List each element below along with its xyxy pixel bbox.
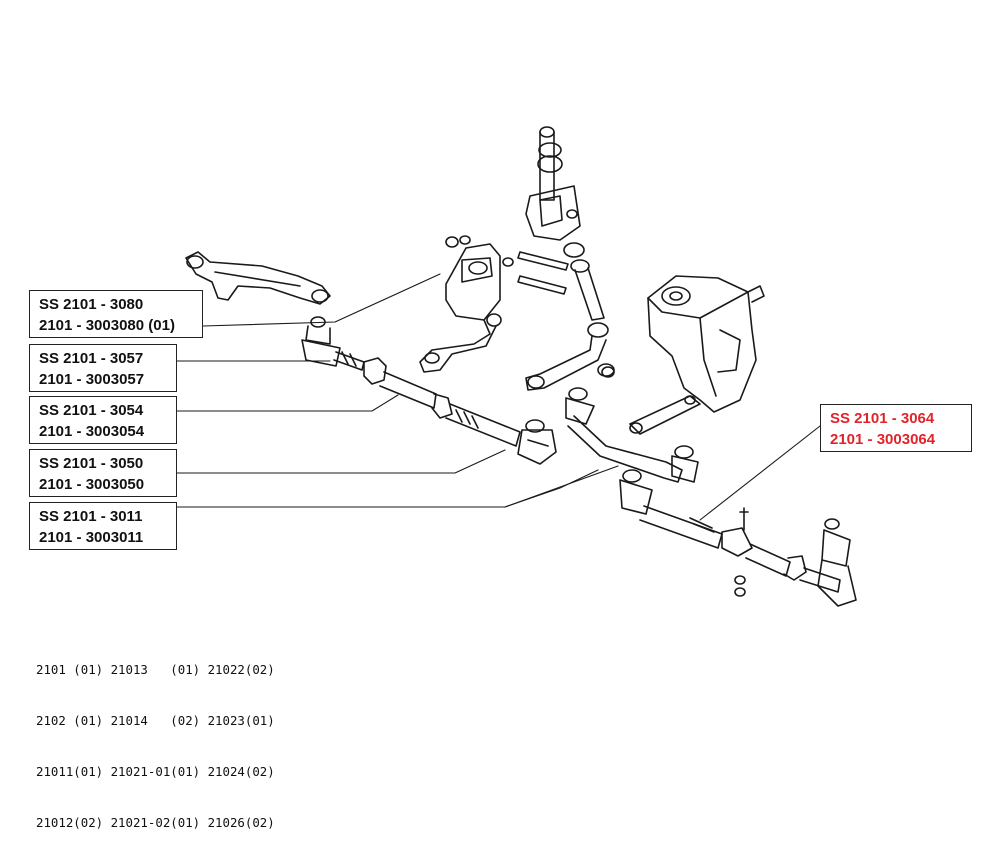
diagram-stage bbox=[176, 126, 857, 607]
vehicle-model-list: 2101 (01) 21013 (01) 21022(02) 2102 (01)… bbox=[36, 627, 275, 848]
part-number: SS 2101 - 3080 bbox=[39, 296, 144, 313]
center-link-part bbox=[565, 387, 699, 483]
leader-3064 bbox=[699, 425, 821, 521]
fastener-nuts bbox=[566, 209, 615, 378]
leader-3011 bbox=[176, 469, 599, 508]
adjusting-sleeve-left bbox=[363, 357, 453, 419]
oem-number: 2101 - 3003011 bbox=[39, 529, 144, 546]
part-number: SS 2101 - 3050 bbox=[39, 455, 144, 472]
model-row: 2101 (01) 21013 (01) 21022(02) bbox=[36, 662, 275, 677]
part-number: SS 2101 - 3011 bbox=[39, 508, 143, 525]
model-row: 21012(02) 21021-02(01) 21026(02) bbox=[36, 815, 275, 830]
steering-gearbox-part bbox=[629, 275, 765, 435]
model-row: 2102 (01) 21014 (02) 21023(01) bbox=[36, 713, 275, 728]
bracket-bolts bbox=[502, 251, 569, 295]
part-label-3080: SS 2101 - 3080 2101 - 3003080 (01) bbox=[29, 290, 203, 338]
oem-number: 2101 - 3003050 bbox=[39, 476, 145, 493]
part-number: SS 2101 - 3054 bbox=[39, 402, 144, 419]
model-row: 21011(01) 21021-01(01) 21024(02) bbox=[36, 764, 275, 779]
tie-rod-inner-left bbox=[445, 403, 557, 465]
part-label-3011: SS 2101 - 3011 2101 - 3003011 bbox=[29, 502, 177, 550]
tie-rod-assembly-right bbox=[619, 469, 857, 607]
part-number: SS 2101 - 3057 bbox=[39, 350, 144, 367]
leader-lines bbox=[176, 273, 821, 521]
leader-3011-b bbox=[504, 465, 619, 508]
oem-number: 2101 - 3003080 (01) bbox=[39, 317, 175, 334]
oem-number: 2101 - 3003057 bbox=[39, 371, 145, 388]
part-label-3057: SS 2101 - 3057 2101 - 3003057 bbox=[29, 344, 177, 392]
part-label-3054: SS 2101 - 3054 2101 - 3003054 bbox=[29, 396, 177, 444]
leader-3080 bbox=[202, 273, 441, 327]
part-label-3050: SS 2101 - 3050 2101 - 3003050 bbox=[29, 449, 177, 497]
tie-rod-end-left bbox=[301, 316, 365, 371]
steering-linkage-drawing bbox=[176, 126, 857, 607]
leader-3054 bbox=[176, 394, 399, 412]
leader-3050 bbox=[176, 449, 506, 474]
idler-lever-part bbox=[185, 251, 331, 305]
pitman-arm-part bbox=[525, 126, 615, 391]
oem-number: 2101 - 3003064 bbox=[830, 431, 936, 448]
part-number: SS 2101 - 3064 bbox=[830, 410, 935, 427]
idler-bracket-part bbox=[419, 235, 502, 373]
oem-number: 2101 - 3003054 bbox=[39, 423, 145, 440]
part-label-3064-highlighted: SS 2101 - 3064 2101 - 3003064 bbox=[820, 404, 972, 452]
